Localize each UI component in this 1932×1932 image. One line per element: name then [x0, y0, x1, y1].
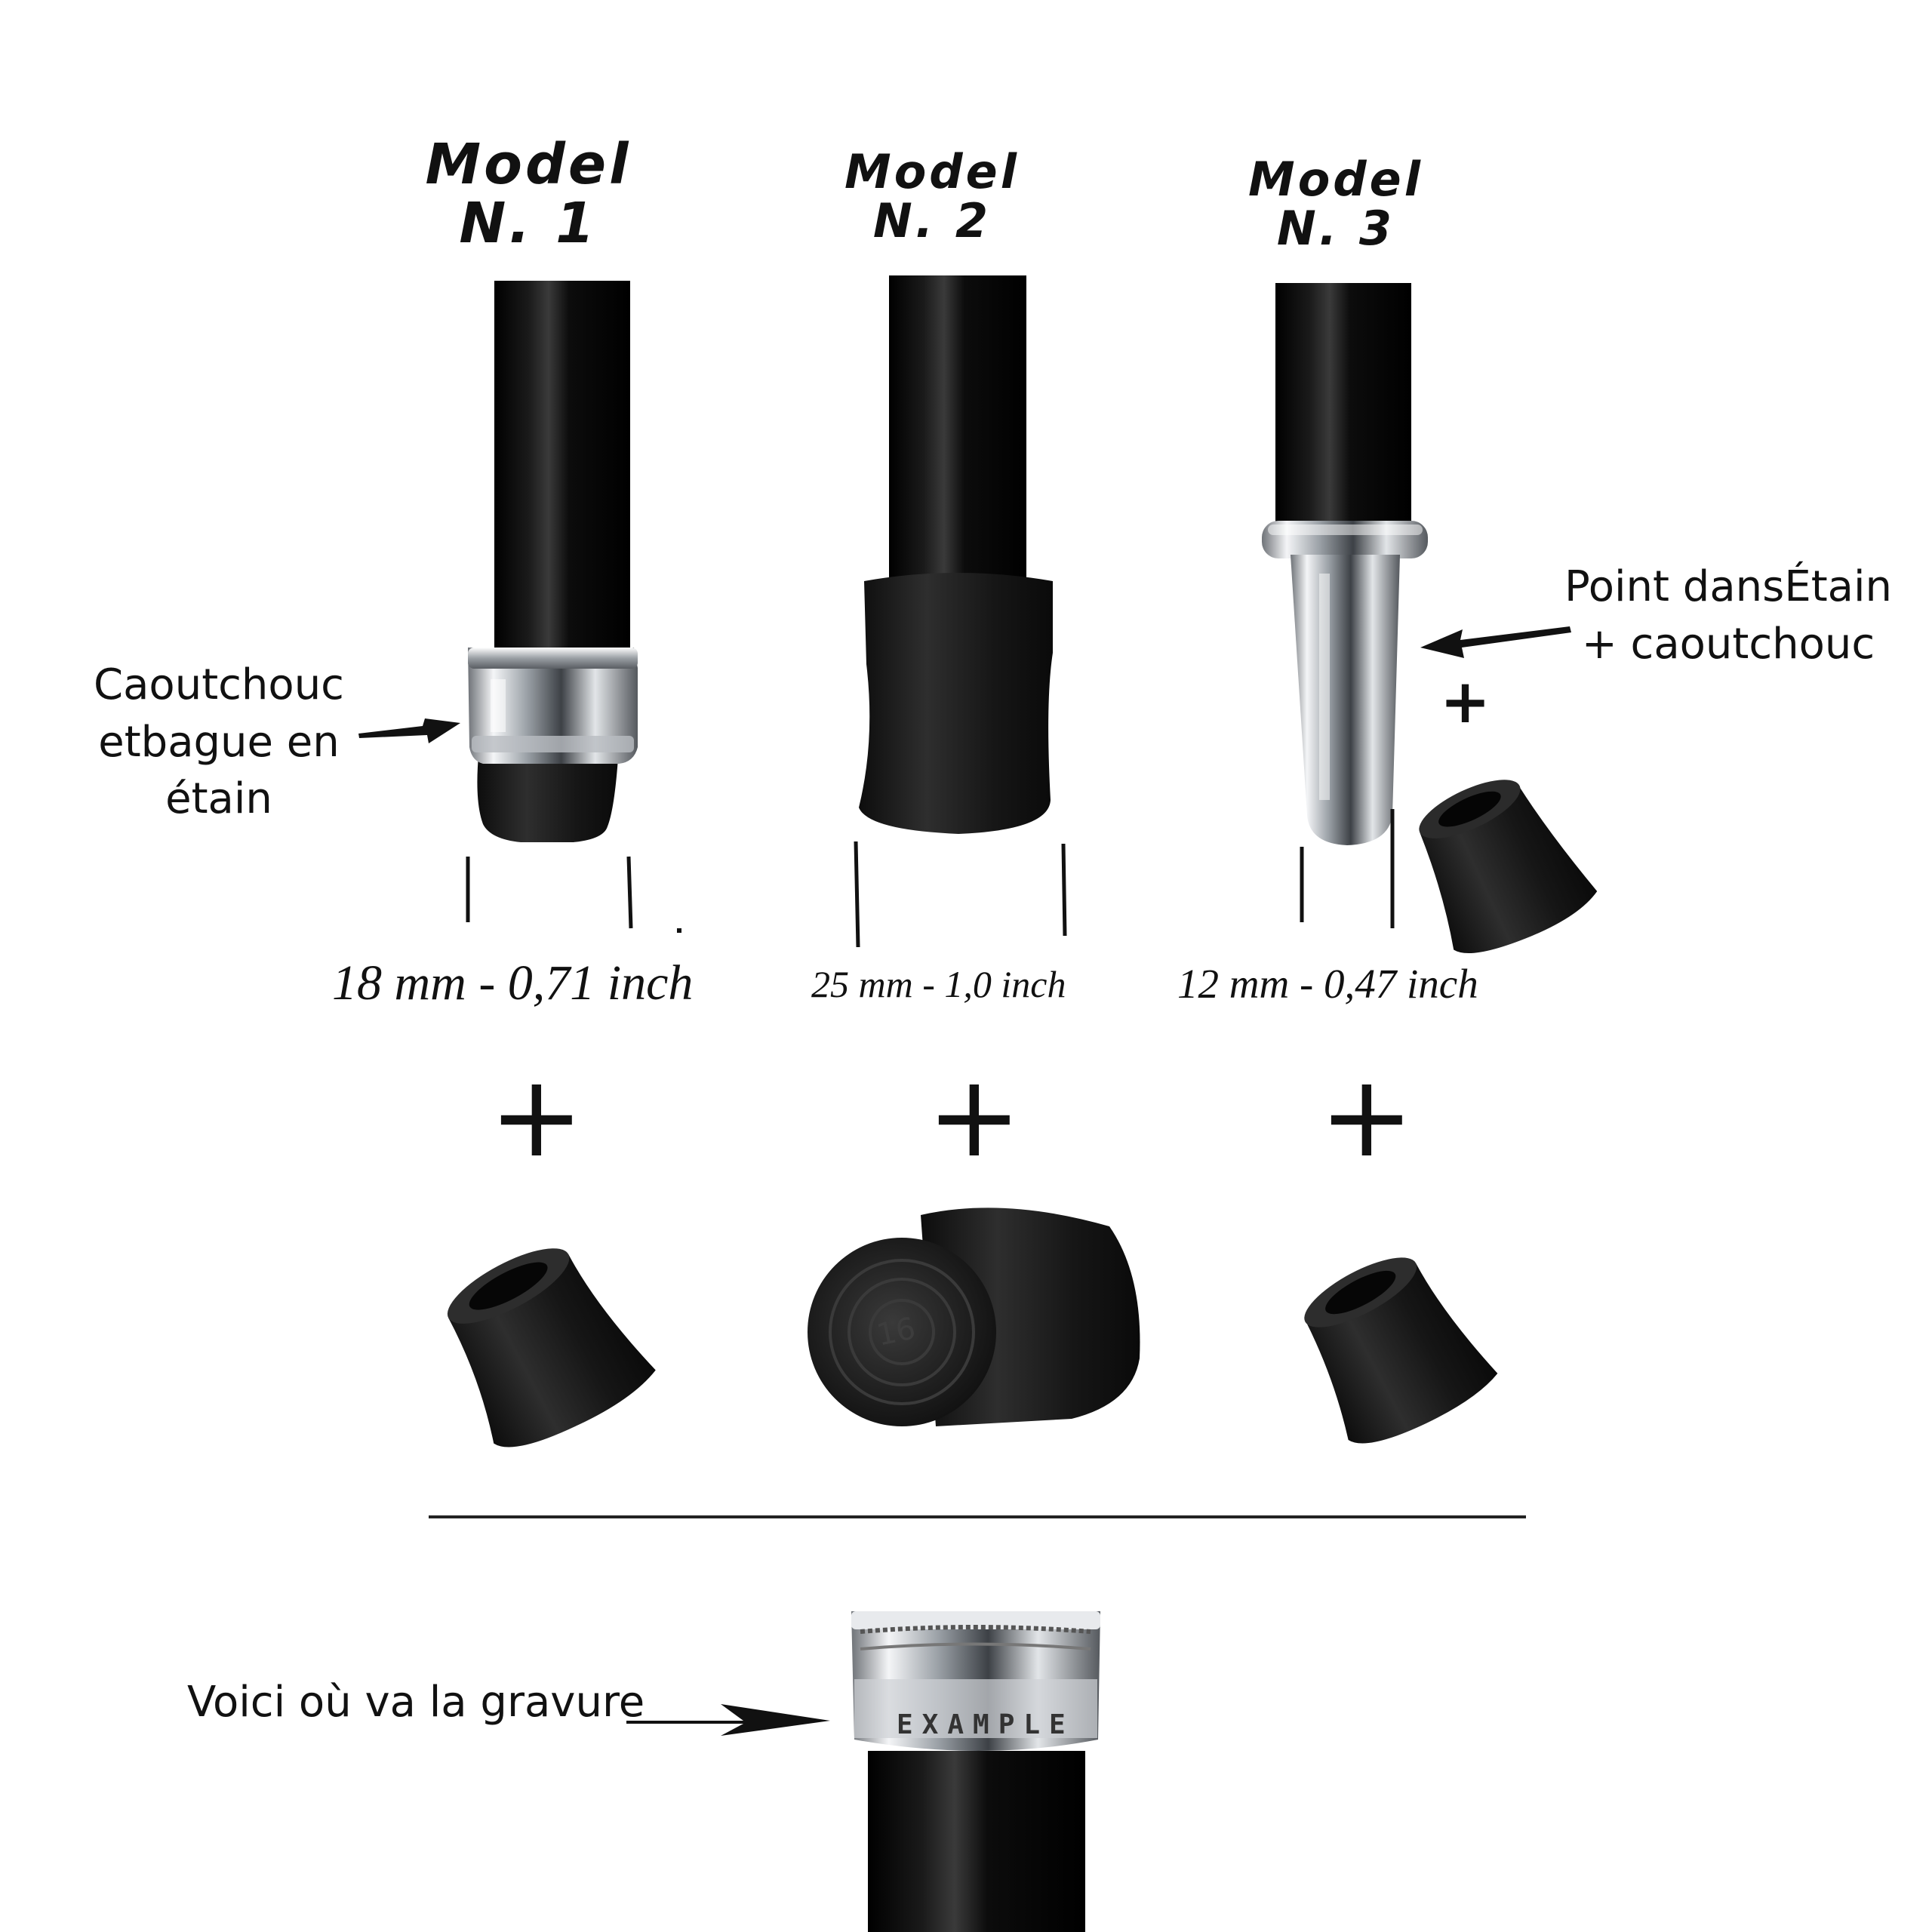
callout-left-line1: Caoutchouc [94, 660, 344, 709]
model-1-cane [468, 281, 638, 842]
model-1-title-line1: Model [425, 132, 632, 197]
engraving-example-text: EXAMPLE [897, 1709, 1075, 1740]
model-1-title-line2: N. 1 [459, 190, 598, 256]
model-3-measure: 12 mm - 0,47 inch [1177, 961, 1478, 1007]
model-2-cane [859, 275, 1053, 834]
rubber-pewter-ring-callout: Caoutchouc etbague en étain [83, 657, 355, 828]
engraving-cane [851, 1611, 1100, 1932]
pewter-point-callout: Point dansÉtain + caoutchouc [1562, 558, 1894, 672]
plus-sign-model-1: + [489, 1051, 584, 1183]
callout-left-line2: etbague en [98, 717, 340, 767]
model-1-measure: 18 mm - 0,71 inch [332, 955, 694, 1011]
engraving-callout: Voici où va la gravure [187, 1678, 645, 1727]
plus-sign-model-2: + [927, 1051, 1022, 1183]
model-3-title-line2: N. 3 [1276, 201, 1395, 257]
callout-left-line3: étain [165, 774, 272, 824]
rubber-tip-model-2 [808, 1208, 1140, 1426]
model-1-title: Model N. 1 [377, 132, 679, 256]
model-2-title-line1: Model [844, 144, 1020, 199]
callout-right-line1: Point dansÉtain [1564, 562, 1893, 611]
rubber-tip-model-1 [447, 1248, 656, 1447]
callout-right-line2: + caoutchouc [1581, 619, 1875, 669]
stray-dot [677, 928, 681, 933]
pointer-arrows [358, 626, 1571, 1736]
model-3-title: Model N. 3 [1185, 155, 1487, 253]
plus-sign-model-3: + [1319, 1051, 1414, 1183]
model-2-title: Model N. 2 [781, 147, 1083, 245]
model-2-title-line2: N. 2 [872, 193, 992, 249]
rubber-tip-model-3 [1304, 1257, 1498, 1444]
model-3-cane [1262, 283, 1598, 953]
measurement-ticks [466, 809, 1395, 948]
small-plus-sign: + [1440, 666, 1491, 737]
model-3-title-line1: Model [1248, 152, 1423, 207]
model-2-measure: 25 mm - 1,0 inch [811, 963, 1066, 1005]
